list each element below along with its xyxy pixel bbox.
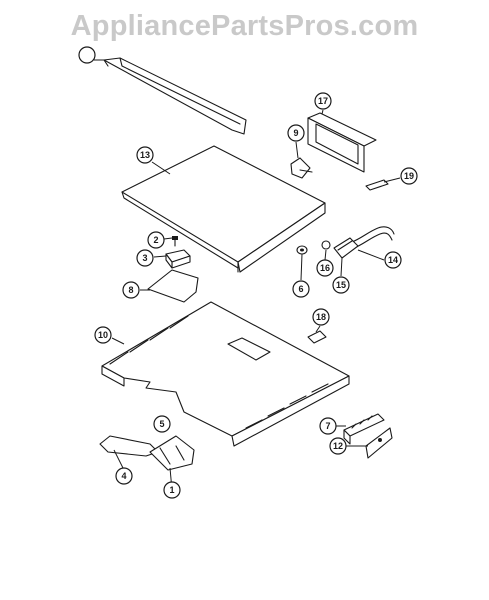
callout-13: 13 [136,146,154,164]
svg-text:7: 7 [325,421,330,431]
callout-3: 3 [136,249,154,267]
svg-text:14: 14 [388,255,398,265]
part-16-nut [321,240,331,250]
part-17-vent-frame [307,112,377,173]
callout-2: 2 [147,231,165,249]
part-19-bracket [365,179,389,191]
callout-12: 12 [329,437,347,455]
svg-text:2: 2 [153,235,158,245]
callout-5: 5 [153,415,171,433]
svg-text:19: 19 [404,171,414,181]
part-8-pad [147,269,199,303]
callout-18: 18 [312,308,330,326]
part-18-cap [307,330,327,344]
part-14-gas-tube [351,226,395,249]
svg-text:8: 8 [128,285,133,295]
callout-14: 14 [384,251,402,269]
callout-6: 6 [292,280,310,298]
svg-text:6: 6 [298,284,303,294]
svg-text:9: 9 [293,128,298,138]
leader-lines [94,59,401,491]
part-15-valve [333,237,359,259]
part-4-lever [99,435,159,457]
svg-text:12: 12 [333,441,343,451]
part-13-top-panel [121,145,326,273]
svg-text:17: 17 [318,96,328,106]
svg-text:1: 1 [169,485,174,495]
svg-text:4: 4 [121,471,126,481]
part-7-terminal-block [343,413,385,445]
svg-text:16: 16 [320,263,330,273]
part-1-bracket [149,435,195,471]
part-6-grommet [296,245,308,255]
svg-text:18: 18 [316,312,326,322]
svg-text:5: 5 [159,419,164,429]
svg-text:13: 13 [140,150,150,160]
svg-text:15: 15 [336,280,346,290]
callout-9: 9 [287,124,305,142]
svg-text:10: 10 [98,330,108,340]
callout-8: 8 [122,281,140,299]
callout-top-left [78,46,96,64]
callout-4: 4 [115,467,133,485]
watermark-logo: AppliancePartsPros.com [70,10,419,42]
part-2-screw [172,236,178,247]
part-3-block [165,249,191,269]
part-12-plate [365,427,393,459]
part-10-bottom-panel [101,301,350,447]
callout-17: 17 [314,92,332,110]
part-top-trim [103,57,247,135]
callout-7: 7 [319,417,337,435]
callout-1: 1 [163,481,181,499]
callout-16: 16 [316,259,334,277]
svg-text:3: 3 [142,253,147,263]
callout-15: 15 [332,276,350,294]
callout-19: 19 [400,167,418,185]
callout-10: 10 [94,326,112,344]
part-9-clip [290,157,313,179]
